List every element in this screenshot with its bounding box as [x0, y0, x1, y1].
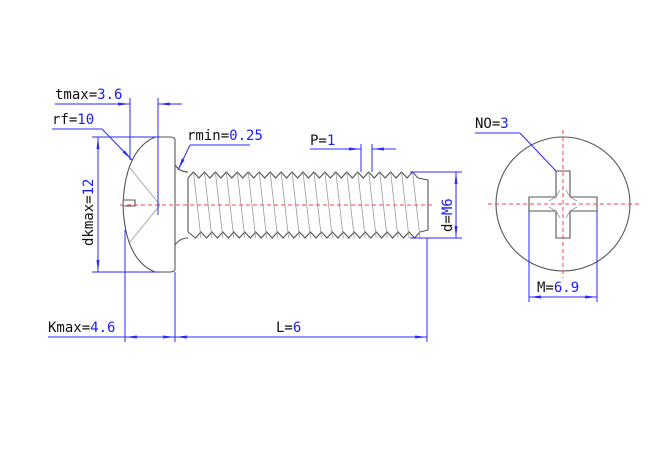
d-value: M6 [440, 198, 456, 215]
rmin-dimension: rmin=0.25 [177, 128, 263, 171]
pitch-value: 1 [327, 133, 335, 149]
tmax-label: tmax= [55, 87, 97, 103]
underhead-fillet [174, 164, 189, 246]
svg-text:P=1: P=1 [310, 133, 335, 149]
thread-profile [187, 171, 429, 239]
rmin-label: rmin= [187, 128, 229, 144]
rf-label: rf= [52, 112, 77, 128]
rf-dimension: rf=10 [52, 112, 133, 161]
svg-text:d=M6: d=M6 [440, 198, 456, 232]
length-value: 6 [293, 320, 301, 336]
rmin-value: 0.25 [229, 128, 263, 144]
pitch-label: P= [310, 133, 327, 149]
end-view [488, 130, 640, 278]
svg-text:rf=10: rf=10 [52, 112, 94, 128]
svg-text:Kmax=4.6: Kmax=4.6 [48, 320, 115, 336]
kmax-value: 4.6 [90, 320, 115, 336]
dkmax-value: 12 [81, 179, 97, 196]
svg-text:dkmax=12: dkmax=12 [81, 179, 97, 246]
head-recess [129, 167, 161, 243]
svg-text:L=6: L=6 [276, 320, 301, 336]
kmax-label: Kmax= [48, 320, 90, 336]
svg-text:M=6.9: M=6.9 [537, 280, 579, 296]
dkmax-label: dkmax= [81, 195, 97, 246]
pitch-dimension: P=1 [310, 133, 396, 172]
d-dimension: d=M6 [410, 171, 462, 239]
recess-no-dimension: NO=3 [475, 116, 557, 172]
svg-text:NO=3: NO=3 [475, 116, 509, 132]
recess-m-value: 6.9 [554, 280, 579, 296]
recess-m-dimension: M=6.9 [528, 211, 598, 302]
side-view [120, 136, 432, 273]
recess-flutes [548, 189, 578, 219]
svg-text:rmin=0.25: rmin=0.25 [187, 128, 263, 144]
tmax-dimension: tmax=3.6 [55, 87, 182, 215]
recess-m-label: M= [537, 280, 554, 296]
svg-text:tmax=3.6: tmax=3.6 [55, 87, 122, 103]
dkmax-dimension: dkmax=12 [81, 136, 160, 273]
head-slot [124, 199, 136, 207]
length-dimension: L=6 [175, 238, 428, 342]
kmax-dimension: Kmax=4.6 [48, 230, 176, 342]
d-label: d= [440, 215, 456, 232]
recess-no-value: 3 [500, 116, 508, 132]
recess-no-label: NO= [475, 116, 500, 132]
length-label: L= [276, 320, 293, 336]
tmax-value: 3.6 [97, 87, 122, 103]
rf-value: 10 [77, 112, 94, 128]
